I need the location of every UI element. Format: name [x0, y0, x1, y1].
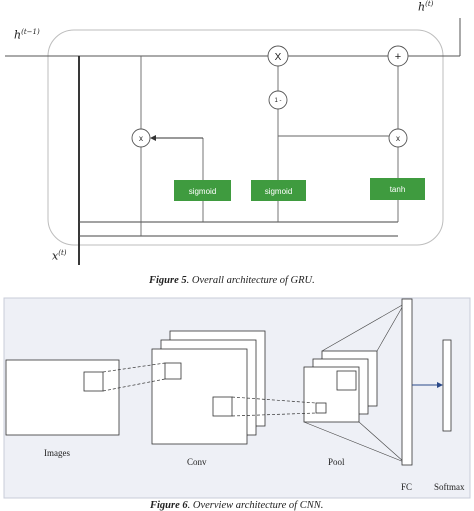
pool-inner-cell — [336, 370, 357, 391]
one-minus-symbol: 1 - — [274, 98, 281, 104]
reset-gate-label: sigmoid — [189, 187, 217, 196]
candidate-multiply-symbol: x — [396, 134, 400, 143]
softmax-label: Softmax — [434, 482, 465, 492]
images-label: Images — [44, 448, 70, 458]
candidate-gate-label: tanh — [390, 185, 406, 194]
one-minus-node — [268, 90, 288, 110]
gru-cell-boundary — [47, 29, 444, 246]
reset-multiply-node — [131, 128, 151, 148]
reset-gate-box — [174, 180, 231, 201]
input-image — [5, 359, 120, 436]
arrow-head — [150, 135, 156, 141]
cnn-diagram — [3, 297, 471, 499]
add-symbol: + — [395, 51, 401, 63]
conv-receptive-field — [212, 396, 233, 417]
reset-multiply-symbol: x — [139, 134, 143, 143]
fc-label: FC — [401, 482, 413, 492]
figure6-caption: Figure 6. Overview architecture of CNN. — [150, 500, 324, 511]
softmax-layer — [442, 339, 452, 432]
x-input-label: x(t) — [52, 249, 67, 263]
h-out-label: h(t) — [418, 0, 434, 14]
update-multiply-symbol: X — [275, 52, 282, 63]
fc-layer — [401, 298, 413, 466]
conv-label: Conv — [187, 457, 207, 467]
candidate-gate-box — [370, 178, 425, 200]
pool-activation-cell — [315, 402, 327, 414]
pool-label: Pool — [328, 457, 345, 467]
conv-activation-cell — [164, 362, 182, 380]
update-gate-box — [251, 180, 306, 201]
candidate-multiply-node — [388, 128, 408, 148]
update-gate-label: sigmoid — [265, 187, 293, 196]
add-node — [387, 45, 409, 67]
gru-diagram: x X 1 - x + sigmoid sigmoid tanh — [5, 18, 461, 265]
update-multiply-node — [267, 45, 289, 67]
h-prev-label: h(t−1) — [14, 28, 40, 42]
figure5-caption: Figure 5. Overall architecture of GRU. — [149, 275, 315, 286]
input-receptive-field — [83, 371, 104, 392]
